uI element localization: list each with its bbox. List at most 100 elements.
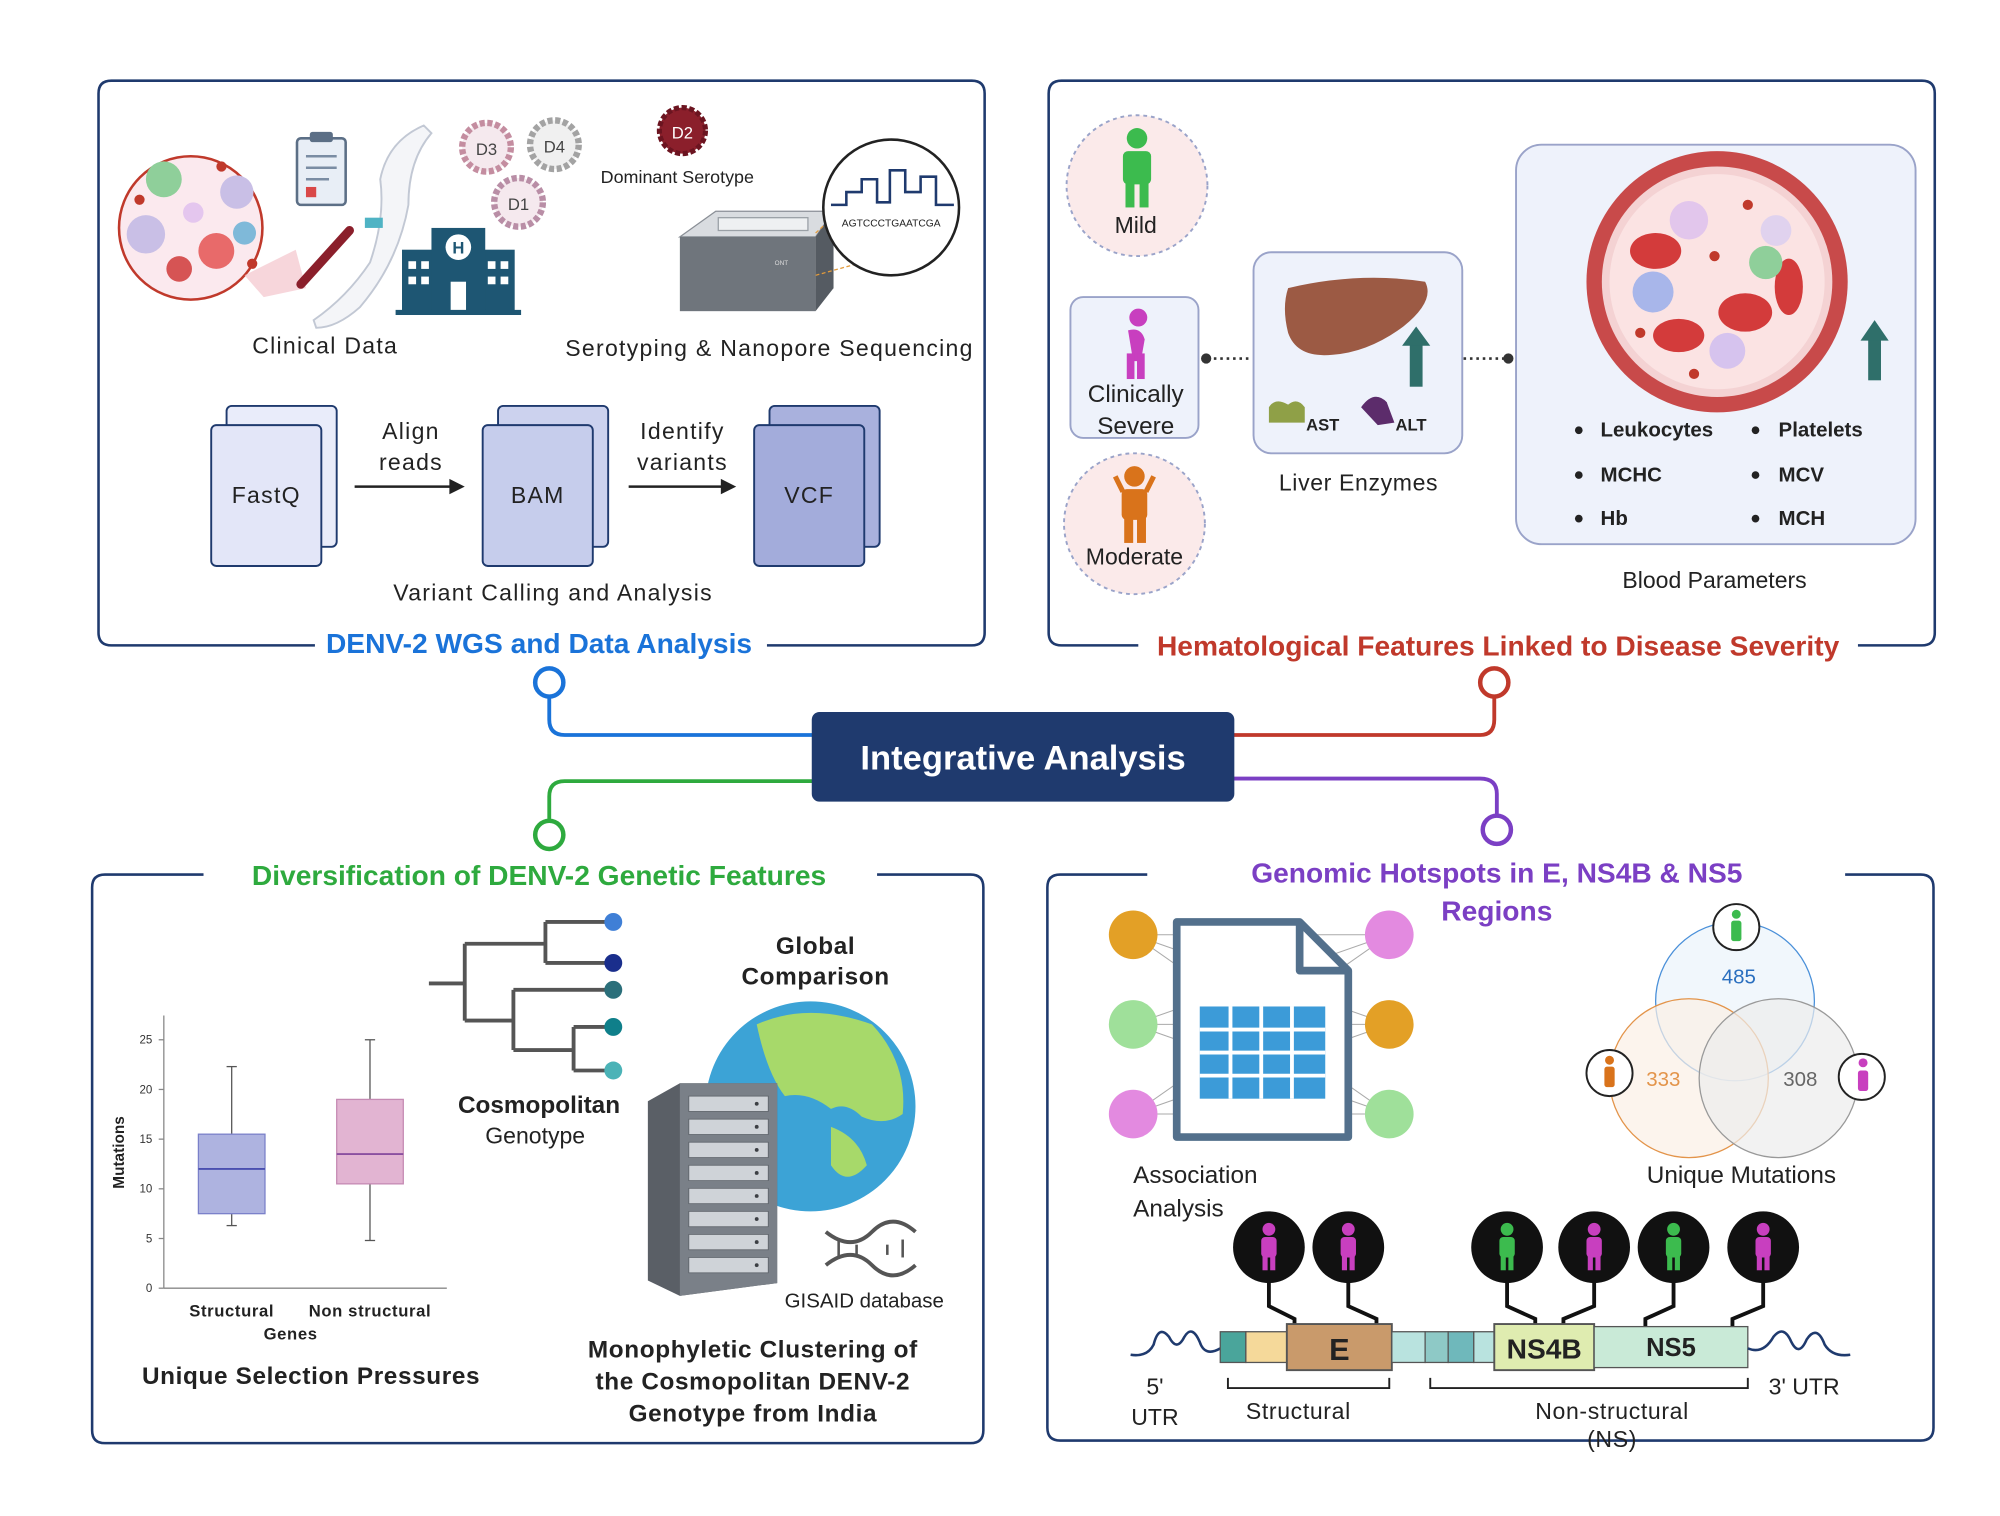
panel-wgs-title: DENV-2 WGS and Data Analysis [326,627,752,659]
node-hema [1477,666,1511,699]
person-moderate-icon [1112,466,1156,543]
svg-text:Platelets: Platelets [1779,419,1863,442]
svg-text:D2: D2 [672,123,693,142]
person-body-icon [1665,1236,1682,1258]
svg-text:H: H [452,239,464,258]
y-axis-label: Mutations [111,1116,128,1189]
person-leg-icon [1756,1254,1762,1271]
venn-mild-person-icon [1712,903,1761,952]
phylogenetic-tree-icon [428,920,614,1073]
node-wgs [532,666,566,699]
panel-hotspots-title: Genomic Hotspots in E, NS4B & NS5 [1251,856,1742,888]
svg-text:VCF: VCF [784,482,834,508]
panel-diversification-title: Diversification of DENV-2 Genetic Featur… [252,859,826,891]
virus-d1-icon: D1 [490,174,547,230]
server-led [754,1171,759,1175]
svg-text:MCV: MCV [1779,463,1825,486]
ast-enzyme-icon [1268,401,1305,423]
person-leg-icon [1500,1254,1506,1271]
nonstructural-label-2: (NS) [1587,1426,1637,1452]
clipboard-icon [295,131,347,207]
panel-diversification: Diversification of DENV-2 Genetic Featur… [90,859,985,1445]
gene-e [1285,1323,1393,1372]
utr5-wave-icon [1130,1330,1221,1357]
sequence-chromatogram-icon: AGTCCCTGAATCGA [822,138,961,277]
virus-d2-icon: D2 [656,105,709,157]
identify-label-2: variants [637,449,728,475]
severe-label-1: Clinically [1088,381,1185,408]
server-slot [688,1141,769,1158]
y-tick-label: 25 [139,1035,152,1047]
server-led [754,1124,759,1129]
center-title: Integrative Analysis [860,740,1185,778]
blood-params-list: Leukocytes MCHC Hb Platelets MCV MCH [1574,419,1863,530]
sequence-text: AGTCCCTGAATCGA [842,219,941,230]
y-tick-label: 15 [139,1134,152,1146]
connector-hema [1227,697,1497,737]
svg-text:ONT: ONT [775,260,789,267]
person-leg-icon [1595,1254,1601,1271]
venn-mild-count: 485 [1722,965,1756,988]
mono-label-3: Genotype from India [629,1400,878,1427]
svg-text:D4: D4 [544,137,565,156]
server-slot [688,1210,769,1228]
identify-label-1: Identify [640,418,725,444]
blood-parameters-label: Blood Parameters [1622,567,1806,593]
dna-icon [824,1219,917,1278]
center-box: Integrative Analysis [811,711,1235,802]
blood-smear-icon [117,154,264,301]
box-structural [197,1133,266,1215]
person-head-icon [1262,1222,1276,1236]
person-leg-icon [1341,1254,1348,1271]
blood-vessel-icon [1586,151,1848,413]
gene-ns4b [1493,1323,1596,1372]
node-diversification [532,818,566,852]
document-table-icon [1172,918,1353,1141]
person-severe-icon [1126,308,1148,380]
person-leg-icon [1262,1254,1268,1271]
server-led [754,1101,759,1106]
mono-label-1: Monophyletic Clustering of [588,1336,918,1363]
server-led [754,1263,759,1268]
connector-hotspots [1227,776,1499,815]
connector-diversification [547,779,821,820]
severe-label-2: Severe [1097,413,1174,440]
clinical-data-label: Clinical Data [252,332,398,358]
vcf-file-icon: VCF [753,404,881,567]
server-led [754,1240,759,1245]
arrow-up-icon [1402,326,1431,346]
moderate-label: Moderate [1086,544,1183,570]
person-leg-icon [1270,1254,1276,1271]
person-body-icon [1586,1236,1602,1258]
person-head-icon [1667,1222,1680,1236]
alt-enzyme-icon [1361,396,1395,426]
panel-hema: Hematological Features Linked to Disease… [1047,79,1937,662]
person-leg-icon [1764,1254,1770,1271]
server-led [754,1217,759,1221]
node-hotspots [1480,813,1514,847]
selection-pressures-label: Unique Selection Pressures [142,1363,480,1390]
y-tick-label: 5 [146,1233,152,1245]
y-tick-label: 0 [146,1283,152,1295]
arrow-up-icon [1860,320,1889,341]
svg-text:BAM: BAM [511,482,565,508]
svg-text:D3: D3 [476,140,497,159]
svg-text:Hb: Hb [1601,507,1628,530]
blood-tube-icon [296,226,354,289]
person-body-icon [1261,1236,1277,1258]
comparison-label: Comparison [741,964,889,991]
person-leg-icon [1667,1254,1673,1271]
server-slot [688,1187,769,1205]
person-head-icon [1500,1222,1514,1236]
gisaid-label: GISAID database [785,1289,944,1312]
person-leg-icon [1587,1254,1593,1271]
align-label-1: Align [382,418,440,444]
panel-hema-title: Hematological Features Linked to Disease… [1157,630,1840,662]
global-label: Global [776,933,856,960]
person-body-icon [1755,1236,1771,1258]
server-led [754,1147,759,1152]
arrow-right-icon [720,478,737,495]
panel-hotspots: Genomic Hotspots in E, NS4B & NS5 Region… [1046,856,1935,1452]
